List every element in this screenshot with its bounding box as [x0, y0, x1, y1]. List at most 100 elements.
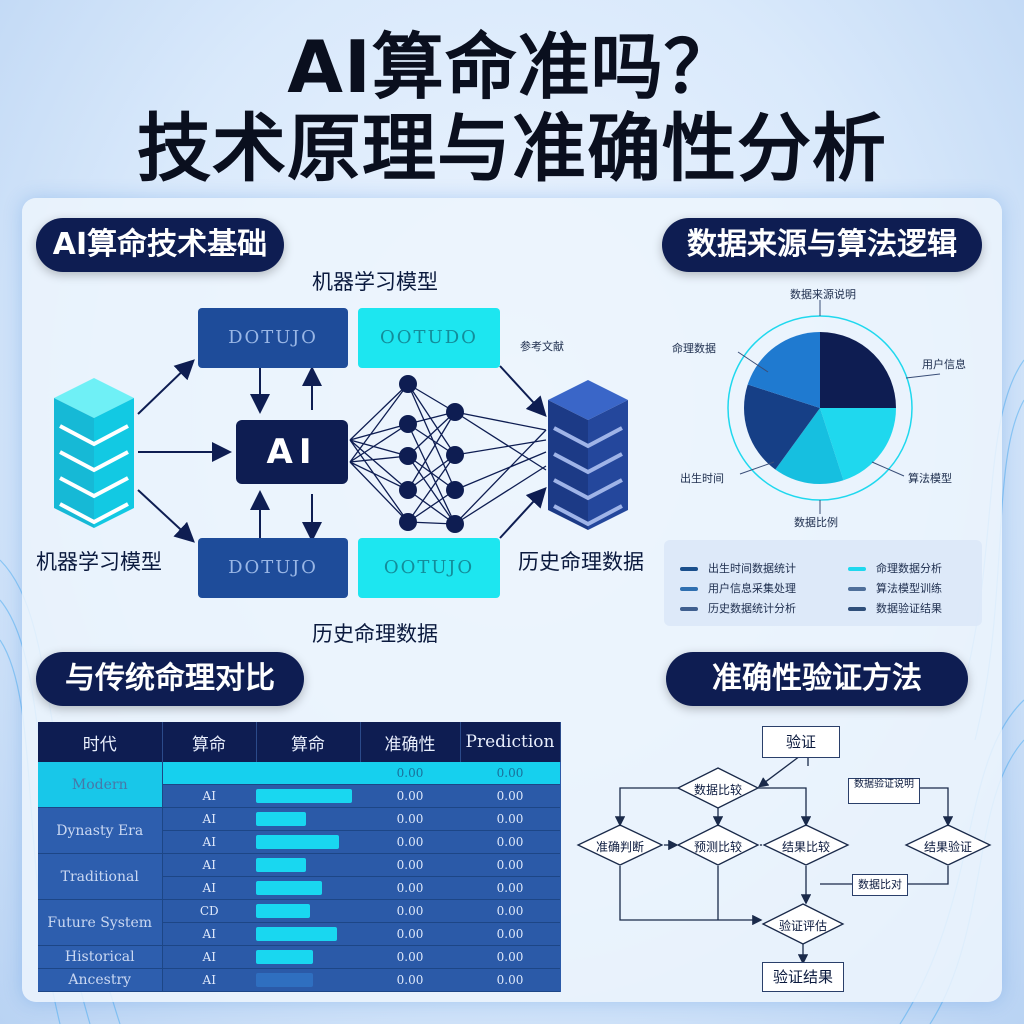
method-cell: AI [162, 922, 256, 946]
label-ml-model-left: 机器学习模型 [36, 550, 162, 574]
section-data-logic: 数据来源与算法逻辑 [662, 218, 982, 272]
flow-d1-label: 数据比较 [693, 783, 742, 797]
accuracy-bar [256, 789, 352, 803]
legend-swatch [848, 567, 866, 571]
flow-d2-label: 准确判断 [595, 840, 644, 854]
legend-text: 命理数据分析 [876, 562, 942, 575]
prediction-cell: 0.00 [460, 853, 560, 877]
legend-text: 历史数据统计分析 [708, 602, 796, 615]
method-cell [162, 762, 256, 785]
flow-d5-label: 结果验证 [923, 840, 972, 854]
legend-item: 算法模型训练 [848, 580, 942, 596]
flow-d6-label: 验证评估 [778, 919, 827, 933]
table-header: 准确性 [360, 722, 461, 762]
accuracy-cell: 0.00 [360, 784, 460, 808]
legend-item: 用户信息采集处理 [680, 580, 796, 596]
method-cell: AI [162, 784, 256, 808]
table-header: 时代 [38, 722, 163, 762]
bar-cell [256, 899, 360, 923]
model-box-bottom-right: OOTUJO [358, 538, 500, 598]
era-cell: Historical [38, 945, 163, 969]
table-header: 算命 [256, 722, 361, 762]
method-cell: AI [162, 830, 256, 854]
legend-swatch [848, 607, 866, 611]
accuracy-bar [256, 927, 338, 941]
accuracy-cell: 0.00 [360, 945, 460, 969]
legend-item: 数据验证结果 [848, 600, 942, 616]
prediction-cell: 0.00 [460, 899, 560, 923]
flow-end-node: 验证结果 [762, 962, 844, 992]
prediction-cell: 0.00 [460, 807, 560, 831]
accuracy-bar [256, 835, 340, 849]
prediction-cell: 0.00 [460, 762, 560, 785]
legend-swatch [848, 587, 866, 591]
accuracy-cell: 0.00 [360, 853, 460, 877]
pie-label-top: 数据来源说明 [790, 288, 856, 301]
legend-text: 用户信息采集处理 [708, 582, 796, 595]
table-header-row: 时代 算命 算命 准确性 Prediction [38, 722, 561, 762]
label-history-data-right: 历史命理数据 [518, 550, 644, 574]
legend-swatch [680, 587, 698, 591]
table-header: Prediction [460, 722, 561, 762]
era-cell: Future System [38, 899, 163, 946]
accuracy-bar [256, 812, 306, 826]
title-line-1: AI算命准吗？ [287, 25, 737, 109]
accuracy-cell: 0.00 [360, 762, 460, 785]
legend-swatch [680, 607, 698, 611]
bar-cell [256, 762, 360, 785]
era-cell: Modern [38, 762, 163, 808]
pie-legend: 出生时间数据统计 命理数据分析 用户信息采集处理 算法模型训练 历史数据统计分析… [664, 540, 982, 626]
method-cell: AI [162, 876, 256, 900]
pie-label-bottom: 数据比例 [794, 516, 838, 529]
pie-label-bottom-left: 出生时间 [680, 472, 724, 485]
method-cell: AI [162, 945, 256, 969]
bar-cell [256, 807, 360, 831]
flow-start-node: 验证 [762, 726, 840, 758]
prediction-cell: 0.00 [460, 876, 560, 900]
legend-item: 出生时间数据统计 [680, 560, 796, 576]
bar-cell [256, 830, 360, 854]
method-cell: AI [162, 853, 256, 877]
section-compare: 与传统命理对比 [36, 652, 304, 706]
accuracy-bar [256, 950, 314, 964]
legend-item: 历史数据统计分析 [680, 600, 796, 616]
ai-core: AI [236, 420, 348, 484]
era-cell: Dynasty Era [38, 807, 163, 854]
accuracy-cell: 0.00 [360, 830, 460, 854]
bar-cell [256, 945, 360, 969]
bar-cell [256, 922, 360, 946]
bar-cell [256, 876, 360, 900]
label-ml-model-top: 机器学习模型 [312, 270, 438, 294]
pie-label-left: 命理数据 [672, 342, 716, 355]
accuracy-cell: 0.00 [360, 922, 460, 946]
flow-d4-label: 结果比较 [781, 840, 830, 854]
legend-text: 出生时间数据统计 [708, 562, 796, 575]
accuracy-cell: 0.00 [360, 876, 460, 900]
method-cell: CD [162, 899, 256, 923]
legend-swatch [680, 567, 698, 571]
accuracy-bar [256, 904, 311, 918]
legend-text: 算法模型训练 [876, 582, 942, 595]
legend-text: 数据验证结果 [876, 602, 942, 615]
accuracy-cell: 0.00 [360, 807, 460, 831]
accuracy-cell: 0.00 [360, 968, 460, 992]
pie-label-right: 用户信息 [922, 358, 966, 371]
prediction-cell: 0.00 [460, 945, 560, 969]
pie-note-label: 参考文献 [520, 340, 564, 353]
accuracy-cell: 0.00 [360, 899, 460, 923]
title-line-2: 技术原理与准确性分析 [137, 106, 887, 192]
bar-cell [256, 968, 360, 992]
method-cell: AI [162, 968, 256, 992]
model-box-bottom-left: DOTUJO [198, 538, 348, 598]
flow-side-note: 数据比对 [852, 874, 908, 896]
method-cell: AI [162, 807, 256, 831]
